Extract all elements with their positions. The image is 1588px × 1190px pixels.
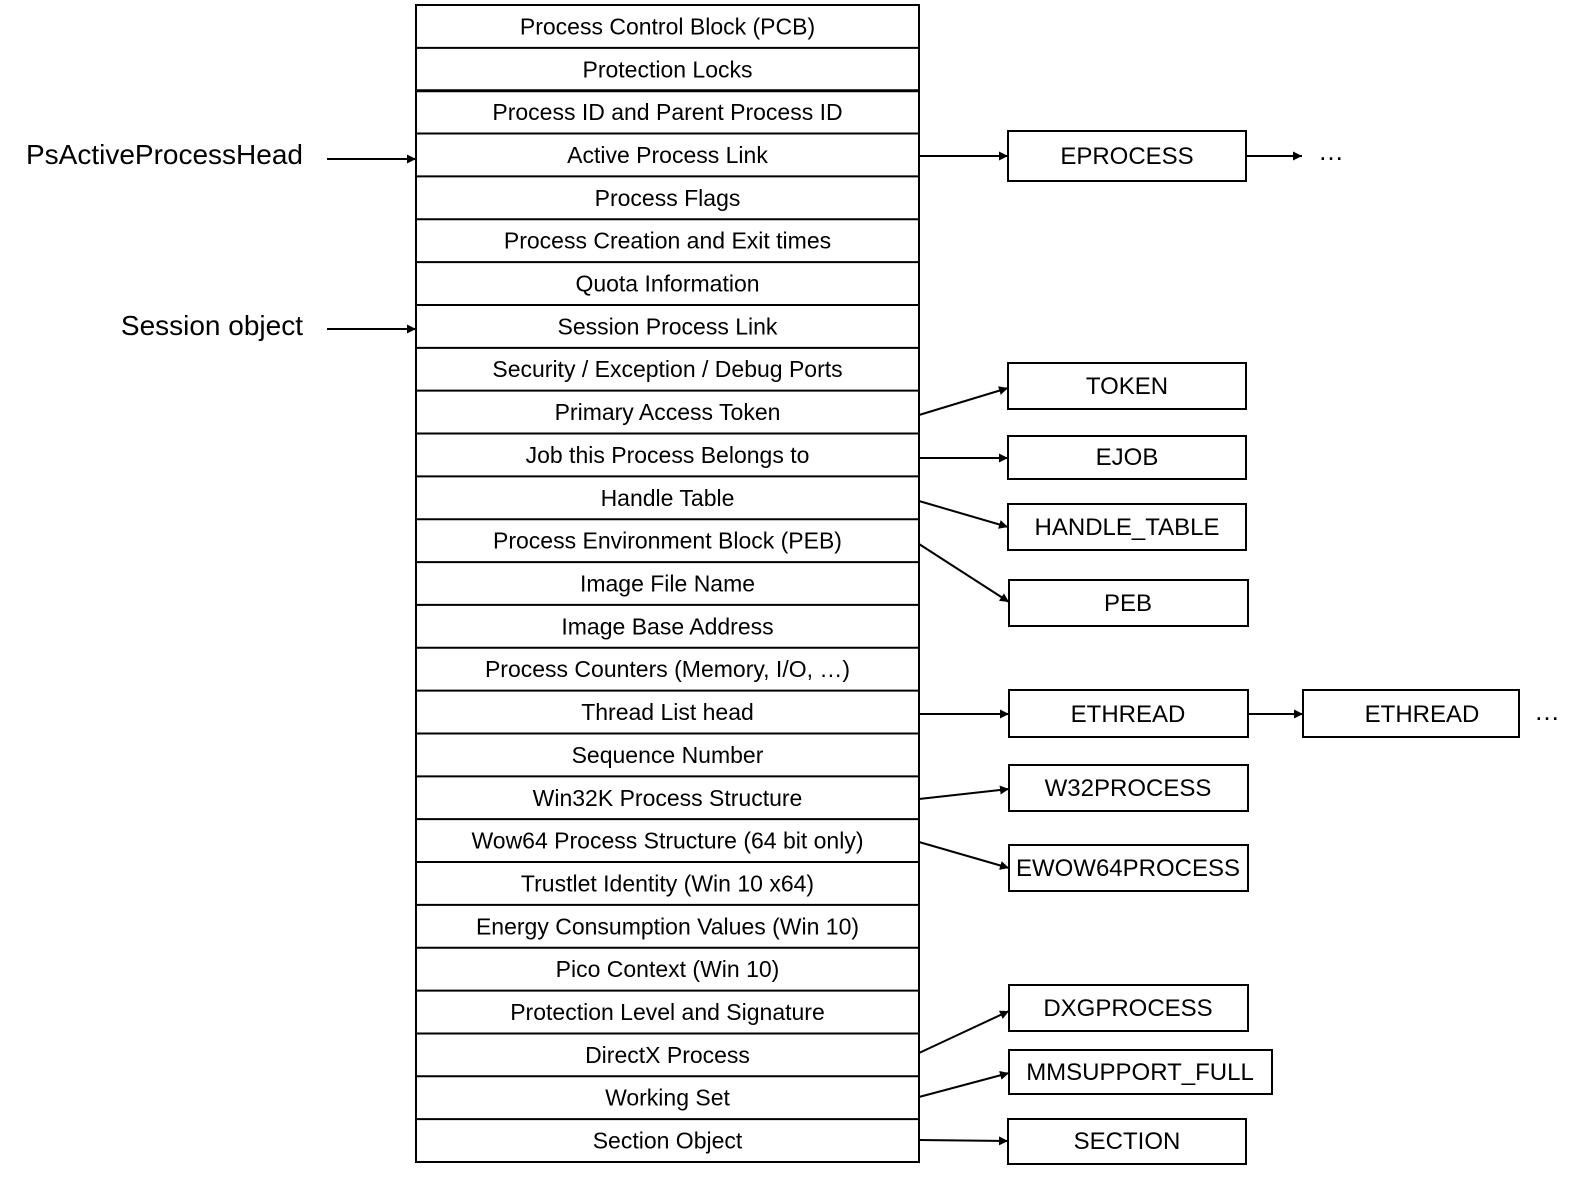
eprocess-field-6: Quota Information	[575, 271, 759, 297]
mmsupport-full-box	[1008, 1049, 1273, 1095]
eprocess-field-22: Pico Context (Win 10)	[556, 956, 780, 982]
eprocess-field-24: DirectX Process	[585, 1042, 750, 1068]
eprocess-field-7: Session Process Link	[558, 313, 778, 339]
left-pointers: PsActiveProcessHead Session object	[26, 139, 416, 341]
eprocess-field-0: Process Control Block (PCB)	[520, 13, 815, 39]
eprocess-next-ellipsis: …	[1318, 136, 1344, 166]
psactiveprocesshead-label: PsActiveProcessHead	[26, 139, 303, 170]
eprocess-field-19: Wow64 Process Structure (64 bit only)	[471, 828, 863, 854]
eprocess-field-8: Security / Exception / Debug Ports	[492, 356, 842, 382]
eprocess-field-5: Process Creation and Exit times	[504, 228, 831, 254]
eprocess-field-21: Energy Consumption Values (Win 10)	[476, 913, 859, 939]
ethread-box-label: ETHREAD	[1071, 701, 1186, 728]
session-object-label: Session object	[121, 310, 303, 341]
eprocess-field-11: Handle Table	[601, 485, 735, 511]
eprocess-box-label: EPROCESS	[1060, 143, 1193, 170]
ejob-box-label: EJOB	[1096, 444, 1159, 471]
handle-table-arrow	[918, 500, 1009, 529]
section-box-label: SECTION	[1074, 1128, 1181, 1155]
eprocess-field-labels: Process Control Block (PCB) Protection Lo…	[471, 13, 863, 1153]
w32process-arrow	[918, 785, 1010, 800]
eprocess-field-20: Trustlet Identity (Win 10 x64)	[521, 870, 814, 896]
ethread-next-box-label: ETHREAD	[1365, 701, 1480, 728]
peb-arrow	[918, 543, 1010, 603]
eprocess-field-2: Process ID and Parent Process ID	[492, 99, 842, 125]
ewow64process-box	[1008, 844, 1249, 892]
ewow64process-box-label: EWOW64PROCESS	[1016, 855, 1240, 882]
eprocess-field-23: Protection Level and Signature	[510, 999, 825, 1025]
linked-structures: EPROCESS … TOKEN EJOB HANDLE_TABLE PEB E…	[918, 130, 1560, 1165]
eprocess-structure-table: Process Control Block (PCB) Protection Lo…	[415, 4, 920, 1163]
mmsupport-full-arrow	[918, 1070, 1010, 1098]
token-arrow	[918, 386, 1009, 416]
handle-table-box	[1007, 503, 1247, 551]
eprocess-row-dividers	[416, 46, 919, 1121]
handle-table-box-label: HANDLE_TABLE	[1035, 514, 1220, 541]
dxgprocess-box	[1008, 984, 1249, 1032]
w32process-box	[1008, 764, 1249, 812]
eprocess-field-12: Process Environment Block (PEB)	[493, 528, 842, 554]
eprocess-field-14: Image Base Address	[561, 613, 773, 639]
peb-box	[1008, 579, 1249, 627]
eprocess-field-3: Active Process Link	[567, 142, 768, 168]
eprocess-field-9: Primary Access Token	[555, 399, 781, 425]
eprocess-table-border	[415, 4, 920, 1163]
w32process-box-label: W32PROCESS	[1045, 775, 1212, 802]
eprocess-field-13: Image File Name	[580, 571, 755, 597]
section-arrow	[918, 1136, 1009, 1146]
eprocess-field-10: Job this Process Belongs to	[526, 442, 810, 468]
dxgprocess-box-label: DXGPROCESS	[1043, 995, 1212, 1022]
dxgprocess-arrow	[918, 1010, 1010, 1054]
eprocess-box	[1007, 130, 1247, 182]
ejob-box	[1007, 435, 1247, 480]
eprocess-field-25: Working Set	[605, 1085, 730, 1111]
token-box-label: TOKEN	[1086, 373, 1168, 400]
mmsupport-full-box-label: MMSUPPORT_FULL	[1026, 1059, 1254, 1086]
eprocess-field-4: Process Flags	[595, 185, 741, 211]
eprocess-field-16: Thread List head	[581, 699, 754, 725]
token-box	[1007, 362, 1247, 410]
peb-box-label: PEB	[1104, 590, 1152, 617]
eprocess-field-18: Win32K Process Structure	[533, 785, 803, 811]
eprocess-field-26: Section Object	[593, 1128, 743, 1154]
eprocess-field-15: Process Counters (Memory, I/O, …)	[485, 656, 850, 682]
ethread-chain-ellipsis: …	[1534, 696, 1560, 726]
ethread-next-box	[1302, 689, 1520, 738]
ewow64process-arrow	[918, 841, 1010, 870]
eprocess-field-1: Protection Locks	[582, 56, 752, 82]
eprocess-field-17: Sequence Number	[572, 742, 764, 768]
section-box	[1007, 1118, 1247, 1165]
